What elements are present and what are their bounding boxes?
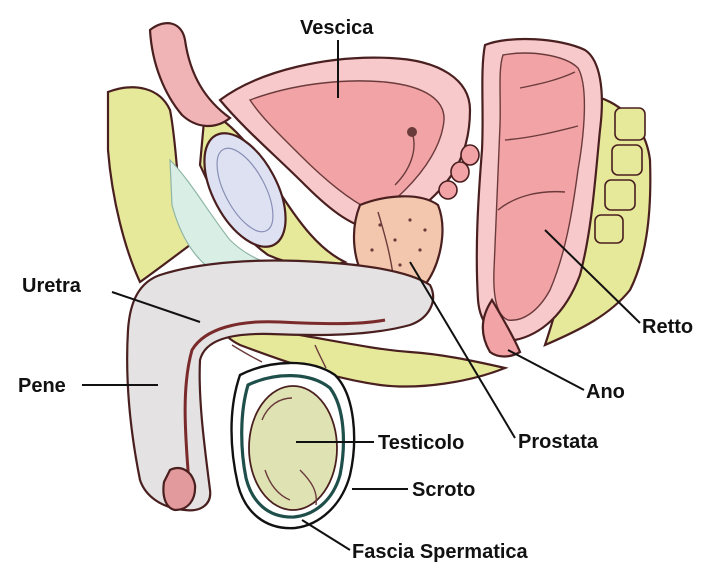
label-vescica-text: Vescica	[300, 17, 374, 39]
label-fascia-spermatica-text: Fascia Spermatica	[352, 541, 529, 563]
label-scroto-text: Scroto	[412, 479, 475, 501]
label-uretra-text: Uretra	[22, 275, 82, 297]
label-testicolo-text: Testicolo	[378, 432, 464, 454]
glans	[163, 468, 195, 510]
testicle	[249, 386, 337, 510]
label-prostata-text: Prostata	[518, 431, 599, 453]
label-pene-text: Pene	[18, 375, 66, 397]
label-ano-text: Ano	[586, 381, 625, 403]
label-retto-text: Retto	[642, 316, 693, 338]
